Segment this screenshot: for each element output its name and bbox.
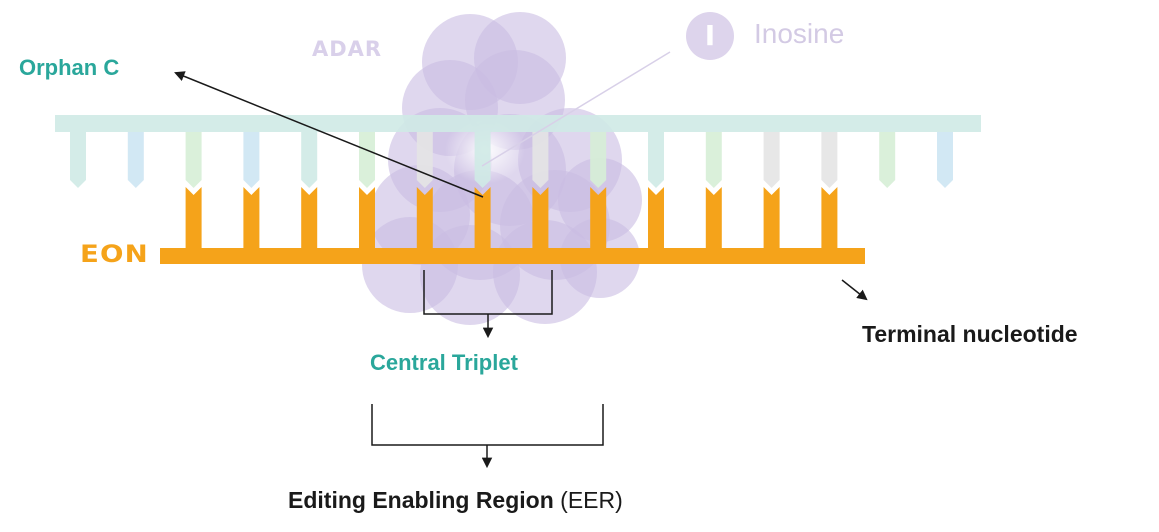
inosine-label: Inosine: [754, 18, 845, 49]
rna-base: [590, 132, 607, 188]
eon-base: [474, 187, 491, 250]
rna-base: [879, 132, 896, 188]
orphan-c-label: Orphan C: [19, 55, 120, 80]
eon-base: [763, 187, 780, 250]
eon-base: [705, 187, 722, 250]
rna-base: [359, 132, 375, 188]
eer-abbreviation: (EER): [560, 487, 623, 513]
inosine-leader-line: [481, 51, 671, 167]
rna-base: [532, 132, 549, 188]
rna-base: [821, 132, 838, 188]
rna-base: [185, 132, 202, 188]
rna-base: [301, 132, 318, 188]
eon-base: [359, 187, 375, 250]
central-triplet-label: Central Triplet: [370, 350, 518, 375]
eon-backbone: [160, 248, 865, 264]
eer-title: Editing Enabling Region: [288, 487, 554, 513]
eon-label: EON: [80, 240, 149, 268]
terminal-nucleotide-arrow: [841, 279, 868, 301]
orphan-c-arrow: [174, 71, 484, 198]
rna-base: [474, 132, 491, 188]
eon-base: [648, 187, 664, 250]
rna-base: [416, 132, 433, 188]
inosine-badge-icon: I: [686, 12, 734, 60]
rna-base: [937, 132, 953, 188]
eer-bracket: [371, 404, 604, 446]
eon-base: [185, 187, 202, 250]
eon-base: [301, 187, 318, 250]
eon-base: [532, 187, 549, 250]
eon-base: [590, 187, 607, 250]
terminal-nucleotide-label: Terminal nucleotide: [862, 321, 1078, 347]
rna-base: [705, 132, 722, 188]
eon-base: [243, 187, 260, 250]
rna-base: [127, 132, 144, 188]
rna-base: [243, 132, 260, 188]
rna-base: [763, 132, 780, 188]
rna-bases: [70, 132, 953, 188]
eer-label: Editing Enabling Region (EER): [288, 487, 623, 514]
eon-base: [821, 187, 838, 250]
rna-base: [70, 132, 86, 188]
adar-label: ADAR: [312, 37, 383, 61]
eon-bases: [185, 187, 838, 250]
rna-backbone: [55, 115, 981, 132]
rna-base: [648, 132, 664, 188]
eon-base: [416, 187, 433, 250]
